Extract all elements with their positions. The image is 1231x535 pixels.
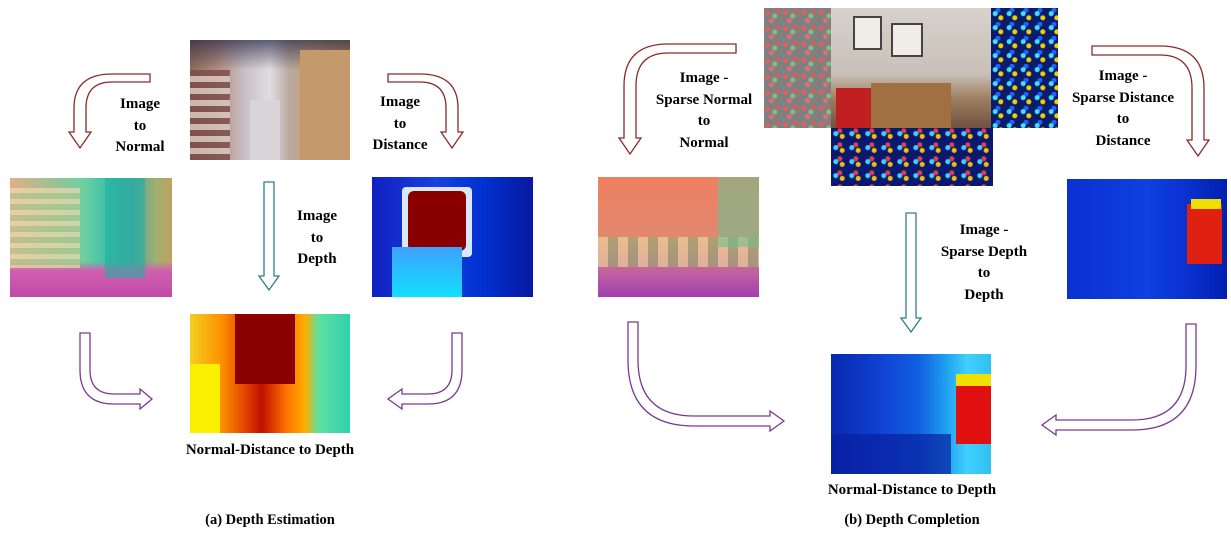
label-line: to [977,265,991,281]
label-line: Image - [679,70,729,86]
normal-map-b [598,177,759,297]
label-result-b: Normal-Distance to Depth [827,482,997,498]
label-image-to-distance: Image to Distance [360,92,440,157]
curved-arrow-distance-to-depth [386,332,463,411]
label-line: Image [380,94,420,110]
warehouse-rgb-image [190,40,350,160]
label-image-to-normal: Image to Normal [102,94,178,159]
office-rgb-image [831,8,991,128]
caption-depth-estimation: (a) Depth Estimation [205,512,335,528]
curved-arrow-normal-to-depth-b [627,321,786,433]
label-line: Image - [1098,68,1148,84]
label-line: Depth [964,286,1004,303]
label-line: to [697,113,711,129]
distance-map-a [372,177,533,297]
curved-arrow-distance-to-depth-b [1040,323,1197,437]
curved-arrow-sparse-normal [617,43,737,156]
arrow-sparse-depth [899,212,923,334]
label-line: Sparse Normal [655,91,753,108]
curved-arrow-sparse-distance [1091,45,1211,158]
label-line: to [133,117,147,134]
label-line: Distance [1095,132,1151,149]
label-result-a: Normal-Distance to Depth [185,442,355,458]
label-line: to [1116,111,1130,127]
arrow-image-to-depth [257,181,281,292]
label-line: Normal [679,134,729,151]
label-line: to [393,115,407,132]
depth-map-a [190,314,350,433]
label-line: Sparse Depth [940,243,1028,260]
depth-map-b [831,354,991,474]
label-line: Normal [115,139,165,155]
curved-arrow-normal-to-depth [79,332,154,411]
label-sparse-depth: Image - Sparse Depth to Depth [926,220,1042,306]
label-line: Distance [372,137,428,153]
label-line: Image [297,208,337,224]
caption-depth-completion: (b) Depth Completion [844,512,980,528]
curved-arrow-image-to-distance [387,73,465,150]
label-line: to [310,229,324,246]
sparse-depth-points [831,128,993,186]
sparse-distance-points [991,8,1058,128]
normal-map-a [10,178,172,297]
label-sparse-distance: Image - Sparse Distance to Distance [1056,66,1190,152]
label-line: Image [120,96,160,112]
label-line: Sparse Distance [1071,89,1175,106]
distance-map-b [1067,179,1227,299]
curved-arrow-image-to-normal [67,73,151,150]
sparse-normal-points [764,8,831,128]
label-sparse-normal: Image - Sparse Normal to Normal [640,68,768,154]
label-image-to-depth: Image to Depth [282,206,352,271]
label-line: Depth [297,251,337,267]
label-line: Image - [959,222,1009,238]
